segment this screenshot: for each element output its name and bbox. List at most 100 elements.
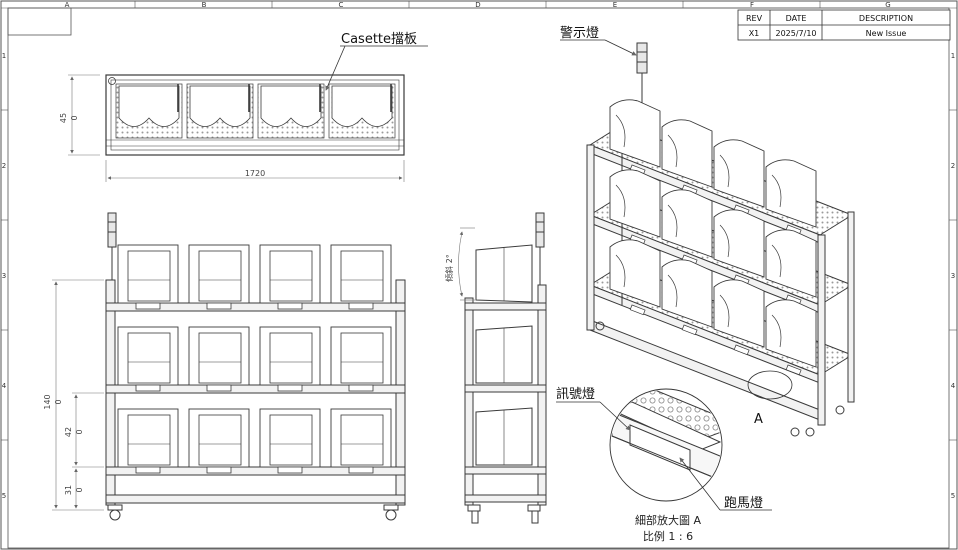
iso-cassette-curve bbox=[771, 314, 782, 348]
front-cell-cassette bbox=[340, 250, 384, 302]
front-cell-frame bbox=[117, 408, 179, 468]
top-slot bbox=[115, 83, 183, 139]
revision-table: REV DATE DESCRIPTION X1 2025/7/10 New Is… bbox=[737, 9, 951, 41]
iso-cassette-curve bbox=[667, 274, 678, 308]
iso-cassette-curve bbox=[771, 244, 782, 278]
iso-cassette-body bbox=[609, 239, 661, 308]
cassette-baffle-label: Casette擋板 bbox=[341, 32, 417, 47]
top-cassette-slots bbox=[115, 83, 396, 139]
iso-cassette-curve bbox=[771, 174, 782, 208]
front-mid-dimension: 42 bbox=[64, 427, 73, 437]
description-value: New Issue bbox=[866, 29, 907, 38]
iso-cassette bbox=[661, 259, 713, 336]
zone-col-f: F bbox=[750, 1, 754, 9]
front-cell-indicator bbox=[135, 384, 161, 392]
front-cell-frame bbox=[330, 408, 392, 468]
front-low-tolerance: 0 bbox=[75, 487, 84, 492]
front-cell-indicator bbox=[348, 302, 374, 310]
front-cell-frame bbox=[330, 244, 392, 304]
zone-row-2-right: 2 bbox=[951, 162, 955, 170]
front-cell-indicator bbox=[277, 466, 303, 474]
zone-row-1-left: 1 bbox=[2, 52, 6, 60]
iso-cassette bbox=[609, 169, 661, 246]
front-cassette-cells bbox=[117, 244, 392, 474]
front-mid-tolerance: 0 bbox=[75, 429, 84, 434]
iso-cassette-indicator bbox=[785, 364, 802, 376]
iso-cassette-curve bbox=[615, 254, 626, 288]
zone-col-b: B bbox=[202, 1, 207, 9]
iso-cassette-body bbox=[661, 259, 713, 328]
running-light-label: 跑馬燈 bbox=[724, 496, 763, 511]
zone-row-3-left: 3 bbox=[2, 272, 6, 280]
top-slot-cassette bbox=[260, 85, 322, 127]
iso-cassette bbox=[713, 139, 765, 216]
top-depth-dimension: 45 bbox=[59, 113, 68, 123]
front-cell-frame bbox=[117, 244, 179, 304]
iso-cassette bbox=[713, 279, 765, 356]
iso-cassette-indicator bbox=[733, 344, 750, 356]
iso-cassette-body bbox=[661, 119, 713, 188]
iso-cassette-curve bbox=[667, 204, 678, 238]
iso-cassette-body bbox=[765, 299, 817, 368]
front-cell bbox=[259, 244, 321, 310]
front-cell bbox=[330, 244, 392, 310]
front-cell-frame bbox=[259, 326, 321, 386]
front-cell-cassette bbox=[198, 332, 242, 384]
detail-a-label: A bbox=[754, 412, 763, 427]
top-view bbox=[105, 74, 405, 156]
front-cell-cassette bbox=[127, 332, 171, 384]
front-cell bbox=[188, 408, 250, 474]
front-cell-cassette bbox=[340, 414, 384, 466]
iso-cassette-indicator bbox=[681, 324, 698, 336]
front-cell-frame bbox=[188, 326, 250, 386]
iso-cassette-body bbox=[765, 229, 817, 298]
front-cell bbox=[330, 326, 392, 392]
front-total-tolerance: 0 bbox=[54, 399, 63, 404]
iso-cassette-curve bbox=[615, 114, 626, 148]
isometric-cassettes bbox=[609, 99, 817, 376]
top-slot bbox=[186, 83, 254, 139]
front-cell-cassette bbox=[269, 332, 313, 384]
warning-light-callout: 警示燈 bbox=[560, 25, 637, 56]
front-cell-indicator bbox=[135, 302, 161, 310]
running-light-callout: 跑馬燈 bbox=[679, 457, 772, 511]
front-cell-indicator bbox=[348, 466, 374, 474]
iso-cassette-body bbox=[713, 139, 765, 208]
front-cell-frame bbox=[259, 244, 321, 304]
front-cell-indicator bbox=[206, 466, 232, 474]
iso-cassette-body bbox=[713, 279, 765, 348]
front-cell-frame bbox=[188, 408, 250, 468]
rev-value: X1 bbox=[749, 29, 760, 38]
top-slot-cassette bbox=[118, 85, 180, 127]
top-view-dimensions bbox=[68, 74, 405, 182]
date-header: DATE bbox=[786, 14, 807, 23]
front-cell bbox=[117, 326, 179, 392]
front-cell bbox=[188, 326, 250, 392]
zone-row-3-right: 3 bbox=[951, 272, 955, 280]
iso-cassette-body bbox=[765, 159, 817, 228]
rev-header: REV bbox=[746, 14, 763, 23]
top-depth-tolerance: 0 bbox=[70, 115, 79, 120]
front-cell-cassette bbox=[269, 250, 313, 302]
front-total-dimension: 140 bbox=[43, 394, 52, 409]
top-slot-cassette bbox=[189, 85, 251, 127]
warning-light-label: 警示燈 bbox=[560, 25, 599, 41]
front-cell-frame bbox=[330, 326, 392, 386]
iso-cassette-curve bbox=[615, 184, 626, 218]
front-cell-indicator bbox=[135, 466, 161, 474]
iso-cassette-body bbox=[609, 99, 661, 168]
front-cell bbox=[188, 244, 250, 310]
front-cell-indicator bbox=[206, 384, 232, 392]
front-cell-indicator bbox=[206, 302, 232, 310]
zone-col-e: E bbox=[613, 1, 617, 9]
zone-row-2-left: 2 bbox=[2, 162, 6, 170]
zone-col-c: C bbox=[339, 1, 344, 9]
detail-a-marker bbox=[747, 370, 793, 400]
zone-row-1-right: 1 bbox=[951, 52, 955, 60]
front-cell-cassette bbox=[340, 332, 384, 384]
front-view bbox=[105, 212, 406, 521]
front-cell-frame bbox=[117, 326, 179, 386]
signal-light-label: 訊號燈 bbox=[556, 387, 595, 402]
